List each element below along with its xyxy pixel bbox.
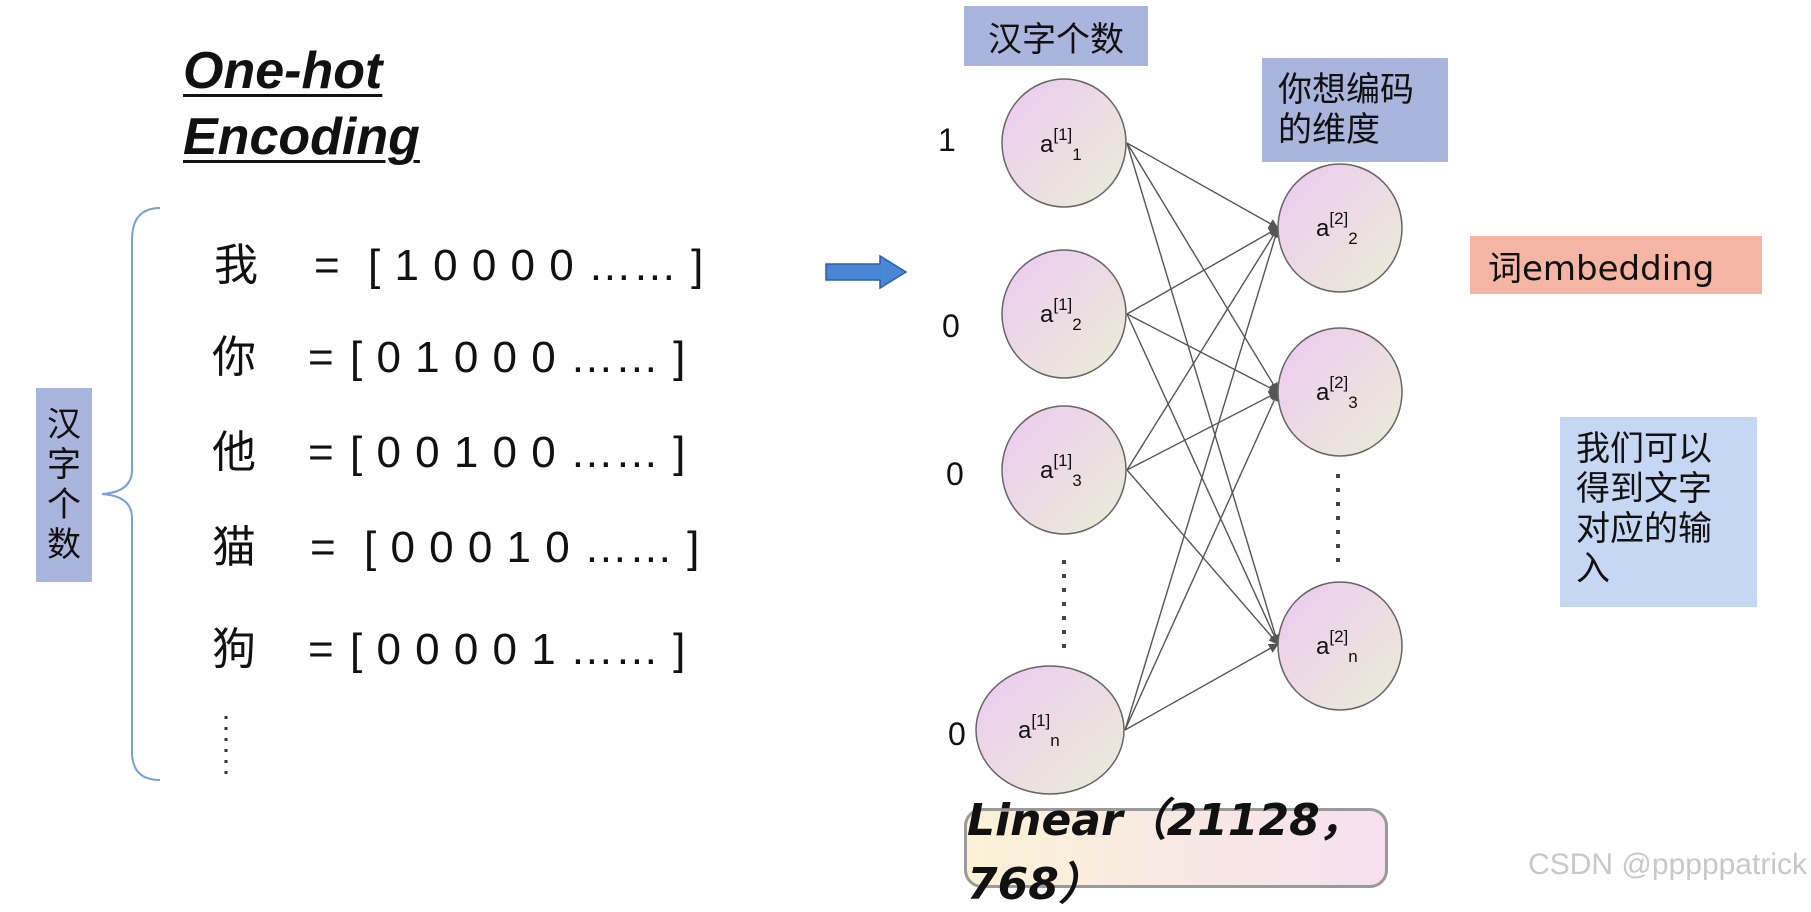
left-label-char: 字 [47, 445, 81, 485]
row-char: 他 [212, 427, 256, 478]
embedding-label: 词embedding [1470, 236, 1762, 294]
dimension-label: 你想编码 的维度 [1262, 58, 1448, 162]
row-eq: = [308, 333, 335, 382]
connection [1124, 643, 1279, 731]
layer2-node: a[2]2 [1277, 163, 1403, 293]
result-label-line: 对应的输 [1576, 509, 1712, 549]
connection [1126, 227, 1279, 471]
input-value-label: 0 [946, 456, 964, 492]
connection [1124, 391, 1279, 731]
dimension-label-line: 你想编码 [1278, 70, 1414, 110]
svg-text:a[1]1: a[1]1 [1040, 125, 1082, 164]
connection [1126, 391, 1279, 471]
title-line-2: Encoding [183, 108, 420, 166]
left-brace [101, 207, 161, 781]
dimension-label-line: 的维度 [1278, 110, 1380, 150]
row-vector: [ 0 1 0 0 0 …… ] [350, 333, 687, 382]
row-char: 你 [212, 332, 256, 383]
layer1-node: a[1]2 [1001, 249, 1127, 379]
result-label: 我们可以 得到文字 对应的输 入 [1560, 417, 1757, 607]
row-char: 我 [214, 240, 258, 291]
svg-text:a[2]n: a[2]n [1316, 627, 1358, 666]
diagram-title: One-hot Encoding [183, 38, 513, 170]
connection [1126, 313, 1279, 645]
connection [1126, 142, 1279, 229]
svg-text:a[2]3: a[2]3 [1316, 373, 1358, 412]
row-vector: [ 0 0 1 0 0 …… ] [350, 428, 687, 477]
left-label-char: 个 [47, 485, 81, 525]
svg-text:a[1]3: a[1]3 [1040, 451, 1082, 490]
row-vector: [ 0 0 0 1 0 …… ] [364, 523, 701, 572]
row-eq: = [314, 241, 341, 290]
layer1-node: a[1]n [975, 665, 1125, 795]
title-line-1: One-hot [183, 42, 383, 100]
layer2-node: a[2]3 [1277, 327, 1403, 457]
row-eq: = [308, 625, 335, 674]
blue-arrow [825, 254, 908, 290]
input-value-label: 1 [938, 122, 956, 158]
row-eq: = [308, 428, 335, 477]
linear-layer-label: Linear（21128，768） [964, 795, 1388, 910]
result-label-line: 入 [1576, 549, 1610, 589]
svg-text:a[2]2: a[2]2 [1316, 209, 1358, 248]
layer1-node: a[1]1 [1001, 78, 1127, 208]
input-value-label: 0 [942, 308, 960, 344]
layer1-node: a[1]3 [1001, 405, 1127, 535]
connections [1124, 142, 1281, 731]
result-label-line: 得到文字 [1576, 469, 1712, 509]
row-char: 猫 [212, 522, 256, 573]
connection [1126, 142, 1281, 645]
connection [1126, 227, 1279, 315]
connection [1126, 313, 1279, 393]
layer2-node: a[2]n [1277, 581, 1403, 711]
watermark: CSDN @pppppatrick [1528, 848, 1807, 881]
row-vector: [ 0 0 0 0 1 …… ] [350, 625, 687, 674]
result-label-line: 我们可以 [1576, 429, 1712, 469]
connection [1126, 469, 1279, 645]
row-eq: = [310, 523, 337, 572]
row-vector: [ 1 0 0 0 0 …… ] [368, 241, 705, 290]
left-count-label: 汉 字 个 数 [36, 388, 92, 582]
left-label-char: 数 [47, 525, 81, 565]
row-char: 狗 [212, 624, 256, 675]
left-label-char: 汉 [47, 405, 81, 445]
connection [1126, 142, 1279, 393]
input-value-label: 0 [948, 716, 966, 752]
svg-text:a[1]n: a[1]n [1018, 711, 1060, 750]
svg-text:a[1]2: a[1]2 [1040, 295, 1082, 334]
connection [1124, 227, 1281, 731]
top-count-label: 汉字个数 [964, 6, 1148, 66]
